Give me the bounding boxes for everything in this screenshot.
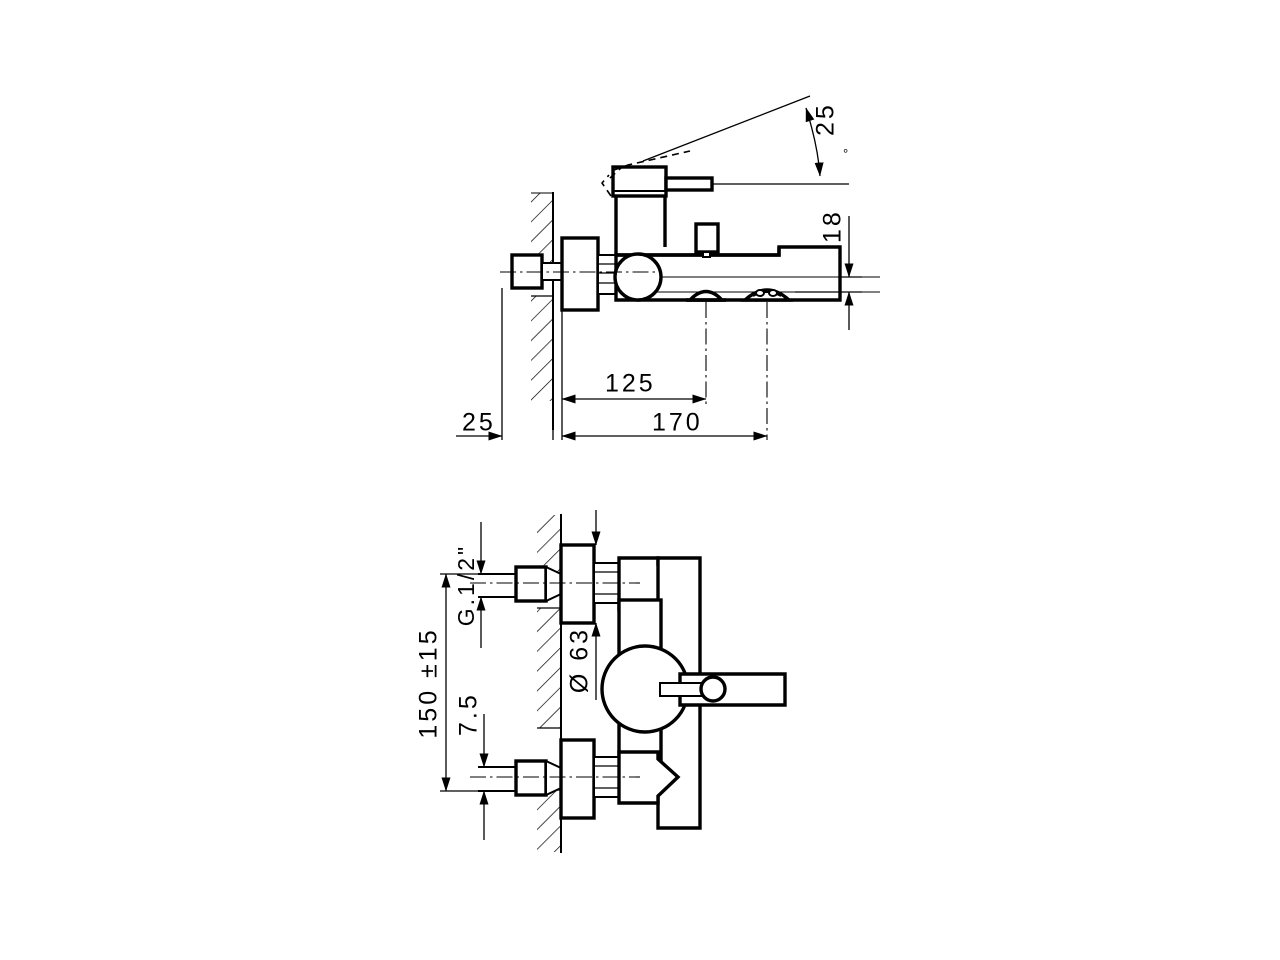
dimension-125: 125 <box>561 370 707 404</box>
dimension-angle-25: 25 ° <box>642 95 849 185</box>
diverter-stem <box>702 251 711 258</box>
inlet-connection-lower <box>470 738 681 820</box>
thread-g12-label: G.1/2" <box>453 544 479 626</box>
spout-outlets-side <box>686 288 794 302</box>
angle-25-label: 25 <box>812 102 840 136</box>
degree-symbol: ° <box>843 146 848 161</box>
lever-dashed-edge <box>609 167 622 179</box>
dimension-centres-150: 150 ±15 <box>415 573 484 792</box>
wall-section-front <box>537 514 562 853</box>
body-top-edge <box>616 247 781 257</box>
wall-offset-25-label: 25 <box>462 409 496 437</box>
dimension-170: 170 <box>561 409 768 441</box>
inlet-lower-nut <box>514 759 548 797</box>
lever-pivot-ring <box>699 675 727 703</box>
wall-hatch-upper <box>531 193 553 265</box>
front-elevation-view: G.1/2" 150 ±15 7.5 Ø 63 <box>415 510 787 853</box>
dimension-thread-g12: G.1/2" <box>453 522 486 648</box>
dimension-height-18: 18 <box>795 209 862 330</box>
lever-neck-front <box>659 682 704 697</box>
outlet-aerator-hole-2 <box>768 289 778 297</box>
projection-170-label: 170 <box>652 409 703 437</box>
escutcheon-lower <box>559 738 596 820</box>
diverter-button <box>694 222 720 254</box>
projection-125-label: 125 <box>605 370 656 398</box>
side-elevation-view: 25 ° 18 125 <box>456 95 880 441</box>
height-18-label: 18 <box>819 209 847 243</box>
wall-hatch-front-c <box>537 790 561 852</box>
centres-150-label: 150 ±15 <box>415 627 443 738</box>
dimension-diameter-63: Ø 63 <box>566 510 601 700</box>
wall-section-side <box>531 192 554 430</box>
lever-dashed-left <box>600 174 612 197</box>
outlet-aerator-rib-1 <box>752 291 782 297</box>
escutcheon-upper <box>559 543 596 625</box>
body-neck <box>597 254 617 295</box>
angle-arc <box>805 107 824 177</box>
dimension-wall-offset-25: 25 <box>456 409 503 441</box>
wall-hatch-front-b <box>537 608 561 728</box>
lever-assembly-side <box>600 150 714 198</box>
body-wing-lower <box>617 750 681 805</box>
inlet-upper-taper <box>545 565 562 603</box>
dimension-offset-75: 7.5 <box>455 692 489 840</box>
outlet-aerator-hole-1 <box>755 289 765 297</box>
offset-75-label: 7.5 <box>455 692 483 736</box>
inlet-upper-nut <box>514 565 548 603</box>
inlet-lower-taper <box>545 759 562 797</box>
cartridge-circle-side <box>613 252 663 302</box>
diverter-knob-side <box>694 222 720 258</box>
wall-hatch-lower <box>531 296 553 401</box>
escutcheon-flange-side <box>560 236 600 312</box>
lever-handle-arm <box>664 176 714 192</box>
angle-leg-upper <box>642 95 811 162</box>
diameter-63-label: Ø 63 <box>566 627 594 693</box>
extension-lines-side <box>501 288 768 440</box>
lever-dashed-top <box>613 150 691 171</box>
